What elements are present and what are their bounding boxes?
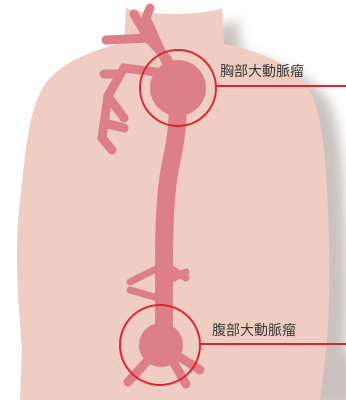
thoracic-aneurysm [150, 60, 206, 116]
abdominal-aneurysm [139, 323, 183, 367]
thoracic-aortic-aneurysm-label: 胸部大動脈瘤 [220, 64, 304, 80]
abdominal-aortic-aneurysm-label: 腹部大動脈瘤 [212, 323, 296, 339]
